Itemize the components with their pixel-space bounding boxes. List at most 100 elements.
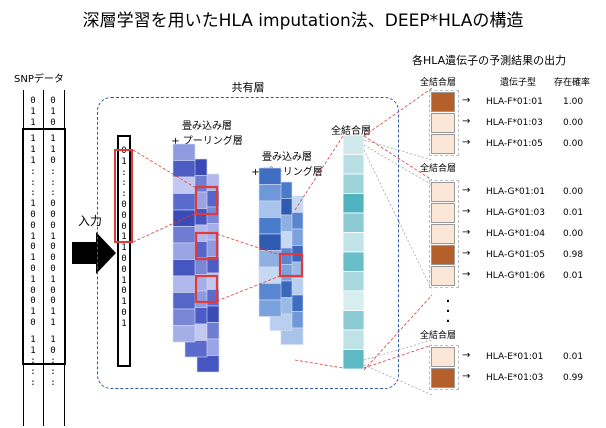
output-neuron — [431, 182, 455, 202]
arrow-right-icon: → — [462, 116, 471, 127]
connection-line — [363, 339, 433, 361]
arrow-right-icon: → — [462, 371, 471, 382]
conv2-cell — [258, 299, 282, 317]
arrow-right-icon: → — [462, 95, 471, 106]
bit-value: 0 — [50, 117, 56, 128]
output-layer-box — [429, 345, 459, 390]
bit-value: 1 — [50, 307, 56, 318]
probability-value: 0.00 — [563, 118, 584, 128]
input-highlight — [114, 149, 133, 243]
conv1-cell — [172, 275, 196, 293]
conv1-cell — [172, 143, 196, 161]
allele-label: HLA-F*01:05 — [486, 139, 543, 149]
probability-value: 1.00 — [563, 97, 584, 107]
bit-value: 0 — [50, 209, 56, 220]
fc-cell — [342, 212, 365, 233]
conv-pool-layer-2 — [258, 167, 304, 345]
bit-value: 0 — [121, 264, 127, 275]
bit-value: 0 — [121, 253, 127, 264]
output-neuron — [431, 368, 455, 388]
bit-value: 1 — [121, 156, 127, 167]
bit-value: 0 — [121, 307, 127, 318]
bit-value: 0 — [30, 317, 36, 328]
output-col-allele: 遺伝子型 — [500, 78, 537, 88]
conv2-label: 畳み込み層 + プーリング層 — [251, 152, 323, 178]
fully-connected-layer — [342, 134, 365, 370]
probability-value: 0.00 — [563, 139, 584, 149]
output-title: 各HLA遺伝子の予測結果の出力 — [412, 54, 567, 67]
bit-value: 0 — [30, 296, 36, 307]
probability-value: 0.00 — [563, 187, 584, 197]
fc-layer-label: 全結合層 — [331, 126, 371, 137]
bit-value: 1 — [30, 106, 36, 117]
bit-value: : — [121, 167, 127, 178]
bit-value: 1 — [30, 134, 36, 145]
bit-value: 0 — [50, 253, 56, 264]
bit-value: 0 — [50, 263, 56, 274]
conv2-highlight — [278, 252, 304, 278]
bit-value: 1 — [30, 199, 36, 210]
bit-value: : — [121, 178, 127, 189]
shared-layers-label: 共有層 — [231, 81, 265, 94]
connection-lines — [132, 87, 433, 396]
output-ellipsis: ··· — [444, 294, 452, 328]
connection-line — [363, 294, 433, 371]
bit-value: 1 — [121, 318, 127, 329]
fc-cell — [342, 310, 365, 331]
conv1-cell — [184, 340, 208, 358]
probability-value: 0.00 — [563, 229, 584, 239]
connection-line — [363, 135, 433, 181]
bit-value: 0 — [30, 263, 36, 274]
fc-cell — [342, 173, 365, 194]
snp-divider — [43, 90, 44, 426]
bit-value: 0 — [30, 242, 36, 253]
output-neuron — [431, 245, 455, 265]
conv1-cell — [172, 193, 196, 211]
probability-value: 0.99 — [563, 373, 584, 383]
bit-value: 1 — [30, 253, 36, 264]
allele-label: HLA-G*01:04 — [486, 229, 545, 239]
bit-value: 1 — [50, 274, 56, 285]
arrow-right-icon: → — [462, 248, 471, 259]
connection-line — [363, 364, 433, 396]
page-title: 深層学習を用いたHLA imputation法、DEEP*HLAの構造 — [82, 11, 524, 31]
fc-cell — [342, 290, 365, 311]
output-layer-box — [429, 90, 459, 156]
fc-cell — [342, 232, 365, 253]
allele-label: HLA-G*01:06 — [486, 271, 545, 281]
bit-value: 0 — [50, 155, 56, 166]
fc-cell — [342, 193, 365, 214]
output-neuron — [431, 134, 455, 154]
connection-line — [363, 144, 433, 186]
bit-value: 0 — [121, 221, 127, 232]
conv1-cell — [172, 325, 196, 343]
bit-value: 1 — [30, 231, 36, 242]
connection-line — [363, 344, 433, 369]
allele-label: HLA-F*01:03 — [486, 118, 543, 128]
bit-value: 0 — [50, 96, 56, 106]
bit-value: 1 — [121, 275, 127, 286]
bit-value: : — [30, 188, 36, 199]
bit-value: 0 — [50, 220, 56, 231]
conv1-cell — [172, 226, 196, 244]
output-col-layer: 全結合層 — [420, 78, 457, 88]
snp-selected-box — [22, 128, 66, 365]
bit-value: 1 — [121, 297, 127, 308]
bit-value: : — [30, 356, 36, 367]
bit-value: 0 — [50, 285, 56, 296]
fc-cell — [342, 329, 365, 350]
bit-value: 1 — [30, 145, 36, 156]
bit-value: : — [30, 166, 36, 177]
input-column — [117, 135, 131, 367]
bit-value: : — [50, 356, 56, 367]
bit-value: 1 — [30, 307, 36, 318]
connection-line — [363, 87, 433, 137]
snp-data-label: SNPデータ — [14, 74, 64, 85]
bit-value: 0 — [121, 199, 127, 210]
connection-line — [216, 275, 281, 302]
conv1-cell — [172, 308, 196, 326]
output-layer-box — [429, 180, 459, 288]
